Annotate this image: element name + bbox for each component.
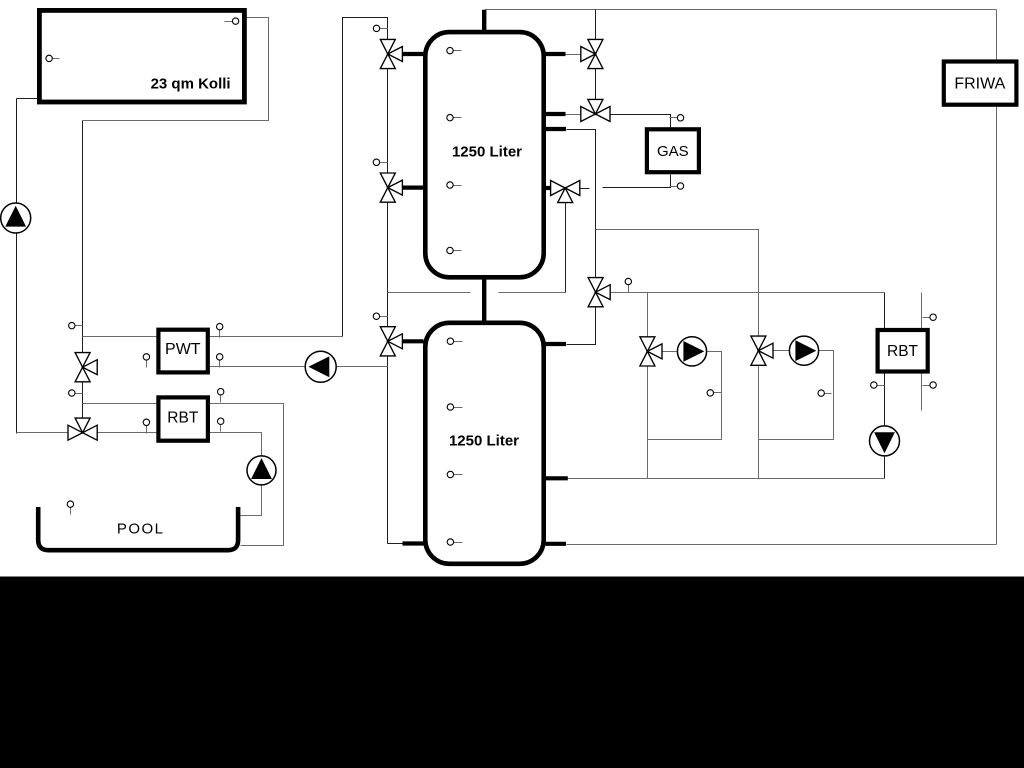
svg-text:GAS: GAS — [657, 143, 689, 160]
svg-text:1250 Liter: 1250 Liter — [452, 143, 522, 160]
svg-text:23 qm Kolli: 23 qm Kolli — [151, 75, 231, 92]
svg-text:RBT: RBT — [167, 409, 199, 426]
svg-text:POOL: POOL — [117, 521, 165, 538]
svg-text:PWT: PWT — [165, 341, 201, 358]
svg-text:RBT: RBT — [887, 343, 919, 360]
svg-text:FRIWA: FRIWA — [954, 75, 1005, 92]
svg-text:1250 Liter: 1250 Liter — [449, 433, 519, 450]
